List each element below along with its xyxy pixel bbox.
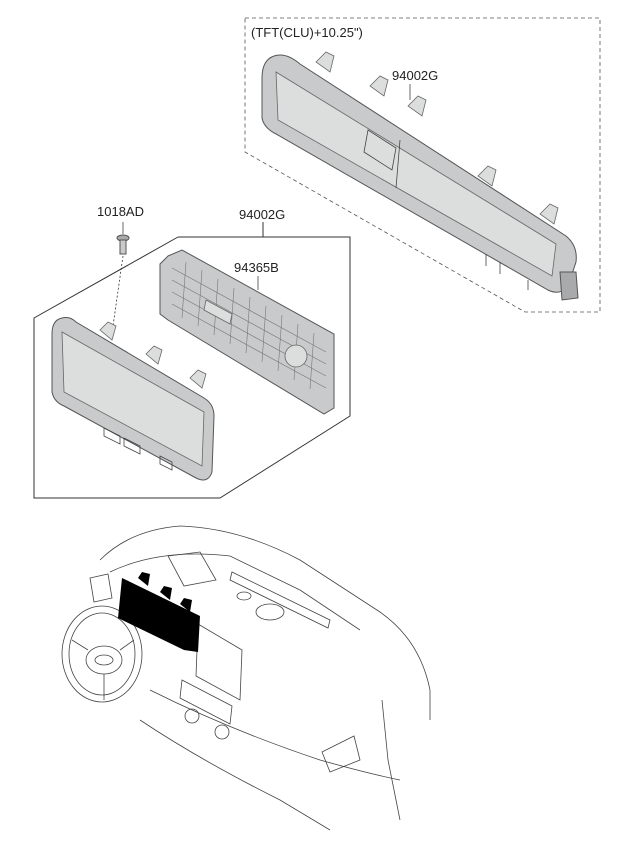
assembly-frame: [33, 236, 351, 499]
screw-shank: [119, 239, 127, 255]
mount-tab: [369, 75, 389, 97]
mount-tab: [539, 203, 559, 225]
housing-outline: [159, 249, 335, 415]
mount-tab: [315, 51, 335, 73]
housing-round-opening: [284, 344, 308, 368]
part-label-upper-cluster: 94002G: [392, 68, 438, 83]
screen-gauge-mark: [363, 129, 397, 171]
side-vent-right: [321, 735, 361, 773]
screen-divider: [395, 139, 401, 189]
upper-variant-group: (TFT(CLU)+10.25") 94002G: [244, 17, 601, 313]
mount-tab: [189, 369, 207, 389]
hud-opening: [167, 551, 217, 587]
bottom-clip: [485, 254, 529, 290]
cluster-screen: [275, 71, 557, 277]
right-edge: [381, 699, 401, 821]
dash-top-contour: [99, 525, 431, 720]
highlight-cluster: [118, 578, 200, 652]
speaker-grille-small: [236, 591, 252, 601]
highlight-tab: [180, 598, 192, 612]
part-label-screw: 1018AD: [97, 204, 144, 219]
center-vent: [229, 571, 331, 629]
display-bottom-clips: [103, 427, 173, 471]
screw-1018ad[interactable]: [116, 234, 130, 255]
lower-cluster-display[interactable]: [51, 317, 215, 481]
dash-lower-contour: [149, 689, 401, 781]
part-label-housing: 94365B: [234, 260, 279, 275]
dash-lower-edge: [139, 719, 331, 831]
side-bracket: [559, 271, 579, 301]
cluster-location-highlight: [118, 572, 200, 652]
mount-tab: [407, 95, 427, 117]
control-knob: [214, 724, 230, 740]
center-stack-controls: [179, 679, 233, 725]
speaker-grille: [255, 603, 285, 621]
mount-tab: [145, 345, 163, 365]
display-screen: [61, 331, 205, 467]
mount-tab: [99, 321, 117, 341]
steering-wheel: [61, 605, 143, 703]
variant-label: (TFT(CLU)+10.25"): [251, 25, 363, 40]
screw-guide-line: [112, 255, 124, 327]
control-knob: [184, 708, 200, 724]
dashboard-locator: [61, 525, 431, 831]
variant-dashed-frame: [244, 17, 601, 313]
upper-cluster-display[interactable]: [261, 51, 579, 301]
highlight-tab: [160, 586, 172, 600]
part-label-lower-cluster: 94002G: [239, 207, 285, 222]
highlight-tab: [138, 572, 150, 586]
mount-tab: [477, 165, 497, 187]
lower-assembly-group: 94002G 1018AD 94365B: [33, 204, 351, 499]
side-vent-left: [89, 573, 113, 603]
center-stack-screen: [195, 623, 243, 701]
housing-slot: [203, 299, 233, 325]
housing-94365b[interactable]: [159, 249, 335, 415]
